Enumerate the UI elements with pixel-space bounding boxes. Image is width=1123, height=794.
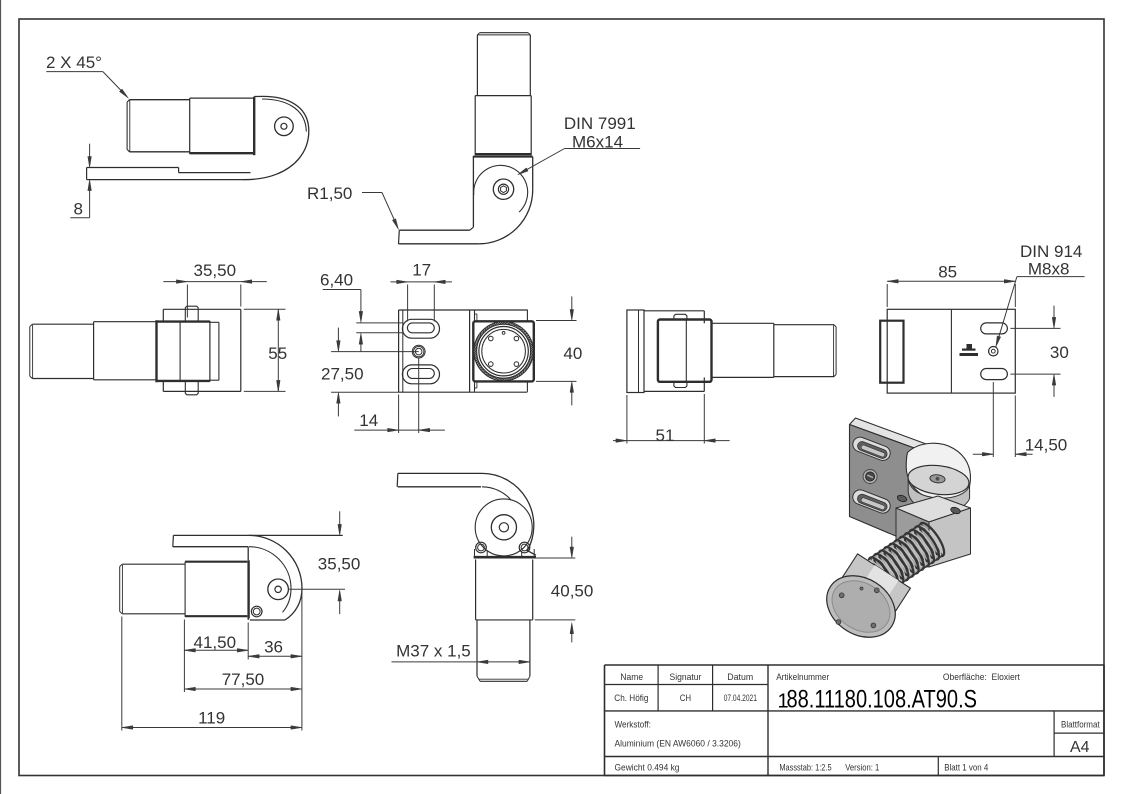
svg-text:Blattformat: Blattformat — [1061, 720, 1100, 730]
svg-text:R1,50: R1,50 — [307, 184, 352, 203]
svg-text:Artikelnummer: Artikelnummer — [776, 672, 829, 682]
svg-text:07.04.2021: 07.04.2021 — [724, 693, 757, 703]
svg-text:Werkstoff:: Werkstoff: — [615, 720, 651, 730]
svg-text:Gewicht 0.494 kg: Gewicht 0.494 kg — [615, 763, 680, 773]
svg-text:35,50: 35,50 — [318, 555, 361, 574]
svg-text:17: 17 — [412, 261, 431, 280]
svg-text:30: 30 — [1050, 343, 1069, 362]
svg-text:M37 x 1,5: M37 x 1,5 — [396, 642, 471, 661]
svg-text:Ch. Höfig: Ch. Höfig — [614, 693, 648, 703]
svg-text:Version: 1: Version: 1 — [845, 763, 879, 773]
svg-text:Datum: Datum — [727, 672, 753, 682]
svg-text:51: 51 — [656, 426, 675, 445]
svg-text:DIN 7991: DIN 7991 — [564, 114, 636, 133]
svg-text:36: 36 — [264, 638, 283, 657]
svg-text:M6x14: M6x14 — [572, 132, 623, 151]
svg-text:14,50: 14,50 — [1025, 435, 1068, 454]
svg-text:55: 55 — [268, 344, 287, 363]
svg-text:6,40: 6,40 — [320, 270, 353, 289]
svg-text:88.11180.108.AT90.S: 88.11180.108.AT90.S — [787, 686, 978, 714]
svg-text:77,50: 77,50 — [222, 670, 265, 689]
svg-text:Aluminium (EN AW6060 / 3.3206): Aluminium (EN AW6060 / 3.3206) — [615, 739, 741, 749]
svg-text:85: 85 — [938, 263, 957, 282]
svg-text:DIN 914: DIN 914 — [1020, 242, 1082, 261]
svg-text:8: 8 — [74, 200, 83, 219]
svg-text:Blatt 1 von 4: Blatt 1 von 4 — [944, 763, 988, 773]
svg-text:14: 14 — [359, 411, 378, 430]
svg-text:Oberfläche: Eloxiert: Oberfläche: Eloxiert — [943, 672, 1020, 682]
svg-text:Name: Name — [620, 672, 643, 682]
svg-text:CH: CH — [680, 693, 691, 703]
svg-text:Signatur: Signatur — [670, 672, 702, 682]
svg-text:27,50: 27,50 — [321, 365, 364, 384]
svg-text:41,50: 41,50 — [194, 633, 237, 652]
svg-text:35,50: 35,50 — [194, 261, 237, 280]
svg-text:M8x8: M8x8 — [1028, 260, 1070, 279]
svg-text:A4: A4 — [1070, 739, 1090, 756]
svg-text:Massstab: 1:2.5: Massstab: 1:2.5 — [779, 763, 831, 773]
svg-text:40,50: 40,50 — [551, 581, 594, 600]
svg-text:119: 119 — [198, 709, 225, 728]
svg-text:40: 40 — [563, 344, 582, 363]
svg-text:1: 1 — [778, 691, 789, 713]
svg-text:2 X 45°: 2 X 45° — [46, 53, 102, 72]
